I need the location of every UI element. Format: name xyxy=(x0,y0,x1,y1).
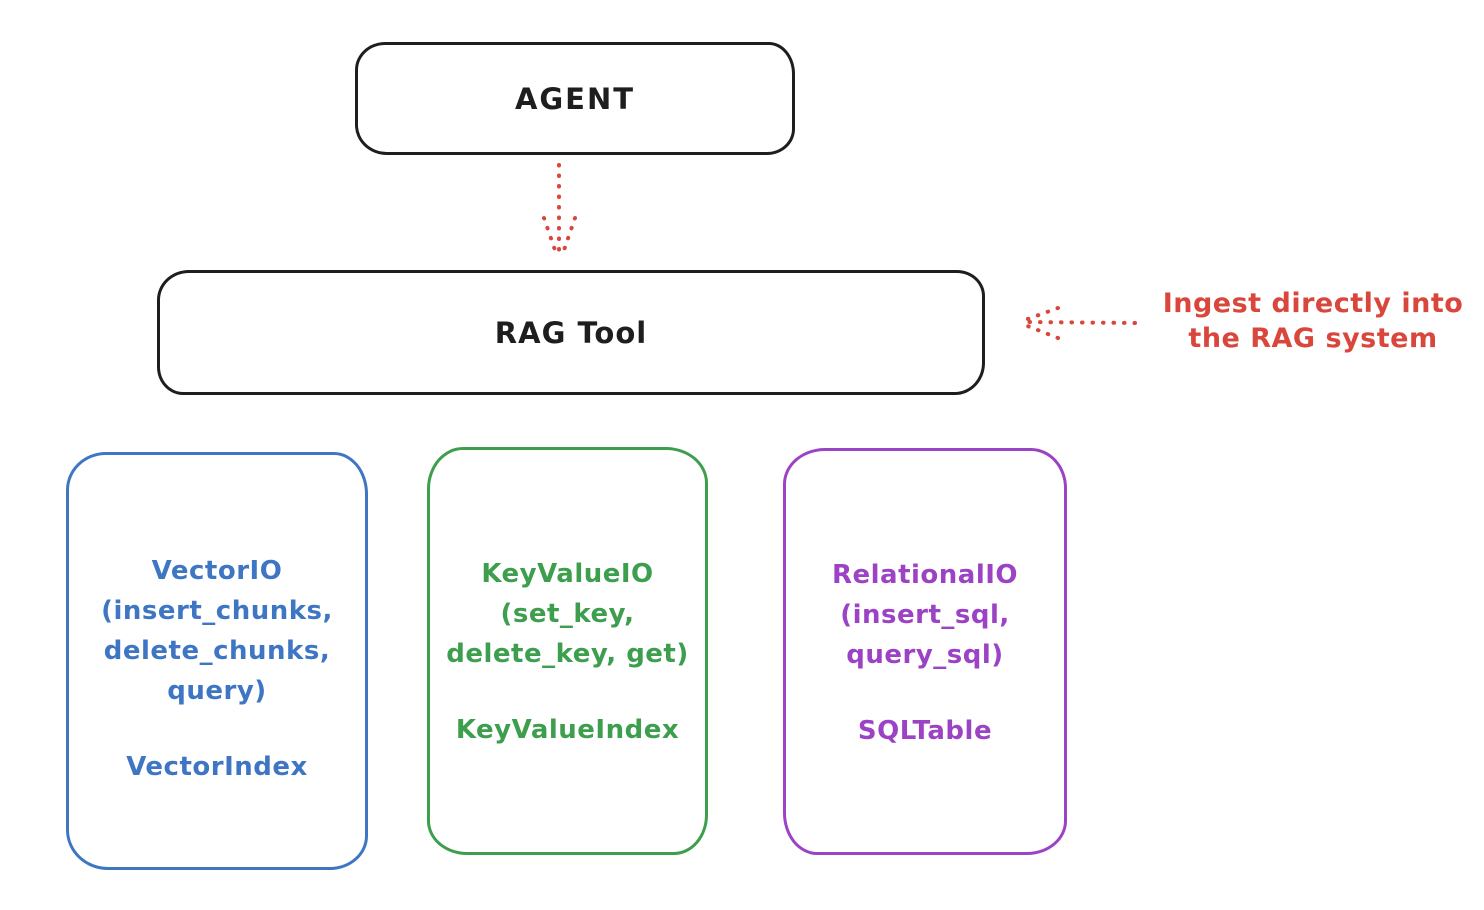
arrow-ingest-icon xyxy=(1023,306,1137,340)
vector-io-line: query) xyxy=(167,676,267,706)
vector-index-label: VectorIndex xyxy=(126,752,308,782)
agent-label: AGENT xyxy=(514,81,636,116)
arrow-agent-to-rag-tool-icon xyxy=(542,163,577,258)
keyvalue-io-line: (set_key, xyxy=(500,599,635,629)
keyvalue-io-line: KeyValueIO xyxy=(481,559,654,589)
agent-node: AGENT xyxy=(355,42,795,155)
sql-table-label: SQLTable xyxy=(857,716,993,746)
storage-node-keyvalue-io: KeyValueIO (set_key, delete_key, get) Ke… xyxy=(427,447,708,855)
vector-io-line: VectorIO xyxy=(151,556,283,586)
rag-tool-node: RAG Tool xyxy=(157,270,985,395)
relational-io-line: (insert_sql, xyxy=(840,600,1010,630)
keyvalue-io-text: KeyValueIO (set_key, delete_key, get) Ke… xyxy=(446,554,689,750)
ingest-annotation-line-1: Ingest directly into xyxy=(1162,288,1464,319)
vector-io-line: (insert_chunks, xyxy=(101,596,333,626)
ingest-annotation: Ingest directly into the RAG system xyxy=(1148,286,1478,356)
storage-node-relational-io: RelationalIO (insert_sql, query_sql) SQL… xyxy=(783,448,1067,855)
vector-io-line: delete_chunks, xyxy=(103,636,331,666)
relational-io-line: RelationalIO xyxy=(831,560,1019,590)
rag-tool-label: RAG Tool xyxy=(494,315,648,350)
relational-io-line: query_sql) xyxy=(846,640,1004,670)
storage-node-vector-io: VectorIO (insert_chunks, delete_chunks, … xyxy=(66,452,368,870)
vector-io-text: VectorIO (insert_chunks, delete_chunks, … xyxy=(101,551,333,787)
relational-io-text: RelationalIO (insert_sql, query_sql) SQL… xyxy=(832,555,1018,751)
keyvalue-index-label: KeyValueIndex xyxy=(455,715,680,745)
keyvalue-io-line: delete_key, get) xyxy=(446,639,689,669)
ingest-annotation-line-2: the RAG system xyxy=(1188,323,1438,354)
